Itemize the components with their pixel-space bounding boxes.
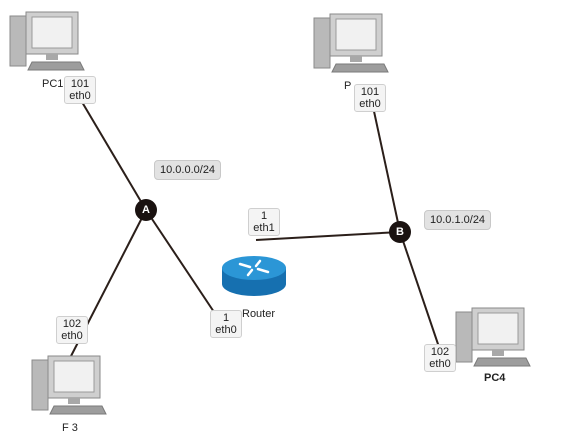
interface-address: 101 [70,78,90,90]
interface-name: eth0 [429,358,451,370]
interface-label-router-eth1: 1 eth1 [248,208,280,236]
link-a-router [145,209,215,313]
interface-address: 1 [260,210,268,222]
router-icon[interactable] [220,252,288,300]
interface-name: eth0 [215,324,237,336]
interface-label-pc3: 102 eth0 [56,316,88,344]
link-pc1-a [81,101,147,211]
interface-address: 102 [430,346,450,358]
interface-address: 101 [360,86,380,98]
host-name-pc1: PC1 [42,78,64,90]
interface-name: eth0 [69,90,91,102]
router-name: Router [242,308,276,320]
interface-name: eth0 [61,330,83,342]
subnet-label-b: 10.0.1.0/24 [424,210,492,230]
host-name-pc2: P [344,80,352,92]
host-name-pc4: PC4 [484,372,506,384]
interface-label-pc4: 102 eth0 [424,344,456,372]
network-hub-a[interactable]: A [135,199,157,221]
interface-address: 1 [222,312,230,324]
link-router-b [255,231,401,241]
interface-label-router-eth0: 1 eth0 [210,310,242,338]
interface-name: eth0 [359,98,381,110]
interface-label-pc2: 101 eth0 [354,84,386,112]
interface-label-pc1: 101 eth0 [64,76,96,104]
host-name-pc3: F 3 [62,422,78,434]
desktop-computer-icon[interactable] [312,12,390,76]
link-b-pc4 [399,231,441,351]
network-hub-b[interactable]: B [389,221,411,243]
link-pc2-b [371,101,401,233]
desktop-computer-icon[interactable] [8,10,86,74]
subnet-label-a: 10.0.0.0/24 [154,160,222,180]
interface-address: 102 [62,318,82,330]
desktop-computer-icon[interactable] [454,306,532,370]
desktop-computer-icon[interactable] [30,354,108,418]
interface-name: eth1 [253,222,275,234]
